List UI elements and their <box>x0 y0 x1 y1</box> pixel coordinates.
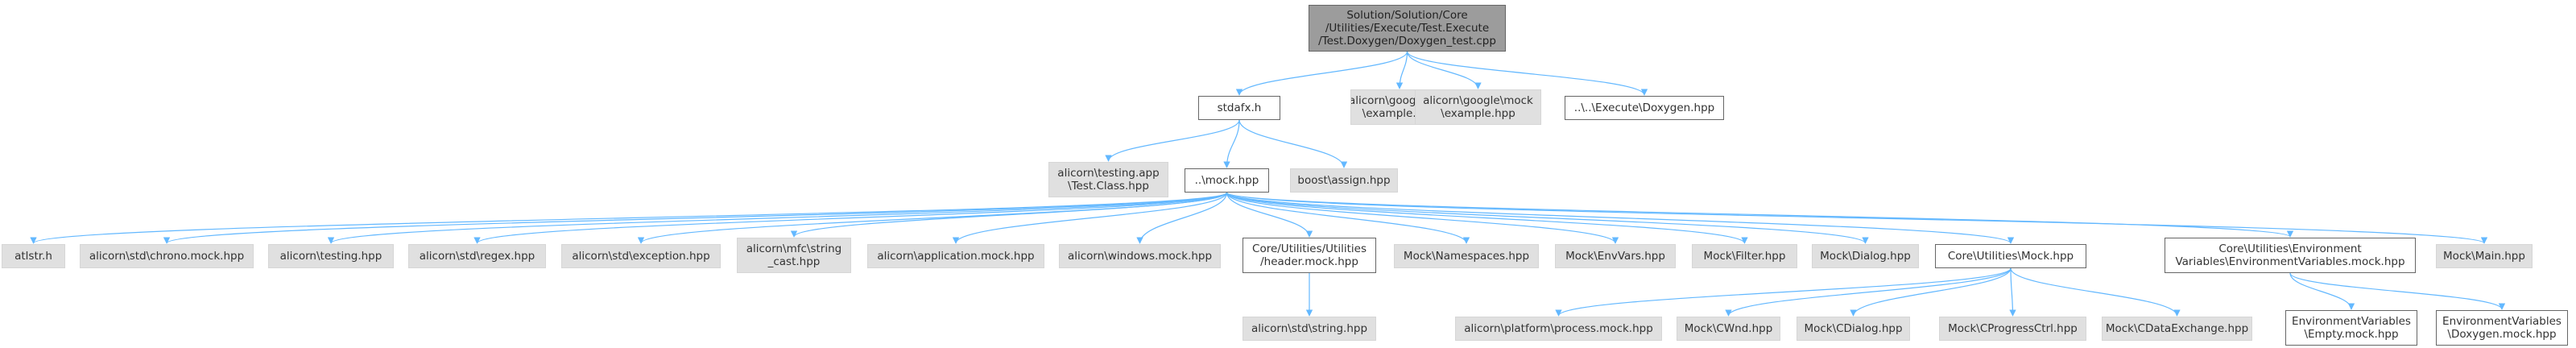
node-core-utilities-mock[interactable]: Core\Utilities\Mock.hpp <box>1935 244 2086 268</box>
edge-root-to-execute-doxygen <box>1406 51 1648 96</box>
node-mock[interactable]: ..\mock.hpp <box>1185 168 1269 193</box>
edge-root-to-stdafx <box>1235 51 1408 96</box>
edge-root-to-google-test <box>1396 51 1408 89</box>
node-env-doxygen-mock[interactable]: EnvironmentVariables \Doxygen.mock.hpp <box>2436 310 2568 346</box>
node-mock-cdialog[interactable]: Mock\CDialog.hpp <box>1797 317 1910 341</box>
node-core-env-mock[interactable]: Core\Utilities\Environment Variables\Env… <box>2165 238 2416 273</box>
node-mock-cwnd[interactable]: Mock\CWnd.hpp <box>1677 317 1780 341</box>
edge-mock-to-windows-mock <box>1136 192 1228 244</box>
edge-mock-to-regex <box>473 192 1228 244</box>
edge-mock-to-mock-filter <box>1226 192 1748 244</box>
node-mock-envvars[interactable]: Mock\EnvVars.hpp <box>1555 244 1676 268</box>
edge-root-to-google-mock <box>1406 51 1482 89</box>
edge-mock-to-application-mock <box>952 192 1228 244</box>
node-boost-assign[interactable]: boost\assign.hpp <box>1290 168 1398 193</box>
edge-core-env-mock-to-env-doxygen-mock <box>2289 272 2506 310</box>
edge-mock-to-testing <box>328 192 1228 244</box>
node-chrono-mock[interactable]: alicorn\std\chrono.mock.hpp <box>80 244 254 268</box>
edge-core-utilities-mock-to-mock-cwnd <box>1725 267 2012 317</box>
node-mock-cprogressctrl[interactable]: Mock\CProgressCtrl.hpp <box>1939 317 2086 341</box>
node-mock-filter[interactable]: Mock\Filter.hpp <box>1692 244 1797 268</box>
edge-mock-to-header-mock <box>1226 192 1313 238</box>
edge-stdafx-to-mock <box>1223 119 1240 168</box>
edge-mock-to-core-env-mock <box>1226 192 2293 238</box>
edge-mock-to-mock-dialog <box>1226 192 1869 244</box>
edge-stdafx-to-testing-app <box>1105 119 1240 162</box>
edge-core-utilities-mock-to-mock-cdialog <box>1850 267 2012 317</box>
edge-mock-to-atlstr <box>30 192 1228 244</box>
edge-mock-to-exception <box>637 192 1228 244</box>
node-mock-namespaces[interactable]: Mock\Namespaces.hpp <box>1394 244 1539 268</box>
node-mock-dialog[interactable]: Mock\Dialog.hpp <box>1812 244 1919 268</box>
edge-mock-to-mock-main <box>1226 192 2487 244</box>
edge-mock-to-mock-namespaces <box>1226 192 1470 244</box>
edge-core-utilities-mock-to-platform-process-mock <box>1555 267 2012 317</box>
node-regex[interactable]: alicorn\std\regex.hpp <box>408 244 546 268</box>
node-env-empty-mock[interactable]: EnvironmentVariables \Empty.mock.hpp <box>2285 310 2417 346</box>
node-root[interactable]: Solution/Solution/Core /Utilities/Execut… <box>1309 5 1506 52</box>
node-mock-main[interactable]: Mock\Main.hpp <box>2436 244 2533 268</box>
edge-mock-to-chrono-mock <box>163 192 1228 244</box>
node-stdafx[interactable]: stdafx.h <box>1198 96 1280 120</box>
node-mock-cdataexchange[interactable]: Mock\CDataExchange.hpp <box>2102 317 2252 341</box>
node-platform-process-mock[interactable]: alicorn\platform\process.mock.hpp <box>1455 317 1662 341</box>
edge-layer <box>30 51 2506 317</box>
node-testing-app[interactable]: alicorn\testing.app \Test.Class.hpp <box>1048 162 1168 197</box>
node-mfc-string-cast[interactable]: alicorn\mfc\string _cast.hpp <box>737 238 851 273</box>
node-execute-doxygen[interactable]: ..\..\Execute\Doxygen.hpp <box>1565 96 1724 120</box>
node-application-mock[interactable]: alicorn\application.mock.hpp <box>867 244 1044 268</box>
edge-stdafx-to-boost-assign <box>1238 119 1348 168</box>
edge-mock-to-mock-envvars <box>1226 192 1619 244</box>
edge-core-env-mock-to-env-empty-mock <box>2289 272 2355 310</box>
edge-mock-to-mfc-string-cast <box>790 192 1228 238</box>
edge-mock-to-core-utilities-mock <box>1226 192 2014 244</box>
node-atlstr[interactable]: atlstr.h <box>2 244 65 268</box>
edge-core-utilities-mock-to-mock-cprogressctrl <box>2009 267 2016 317</box>
node-google-mock[interactable]: alicorn\google\mock \example.hpp <box>1415 89 1541 125</box>
node-std-string[interactable]: alicorn\std\string.hpp <box>1243 317 1376 341</box>
node-exception[interactable]: alicorn\std\exception.hpp <box>561 244 721 268</box>
edge-core-utilities-mock-to-mock-cdataexchange <box>2010 267 2181 317</box>
node-windows-mock[interactable]: alicorn\windows.mock.hpp <box>1059 244 1221 268</box>
node-testing[interactable]: alicorn\testing.hpp <box>268 244 394 268</box>
node-header-mock[interactable]: Core/Utilities/Utilities /header.mock.hp… <box>1243 238 1376 273</box>
